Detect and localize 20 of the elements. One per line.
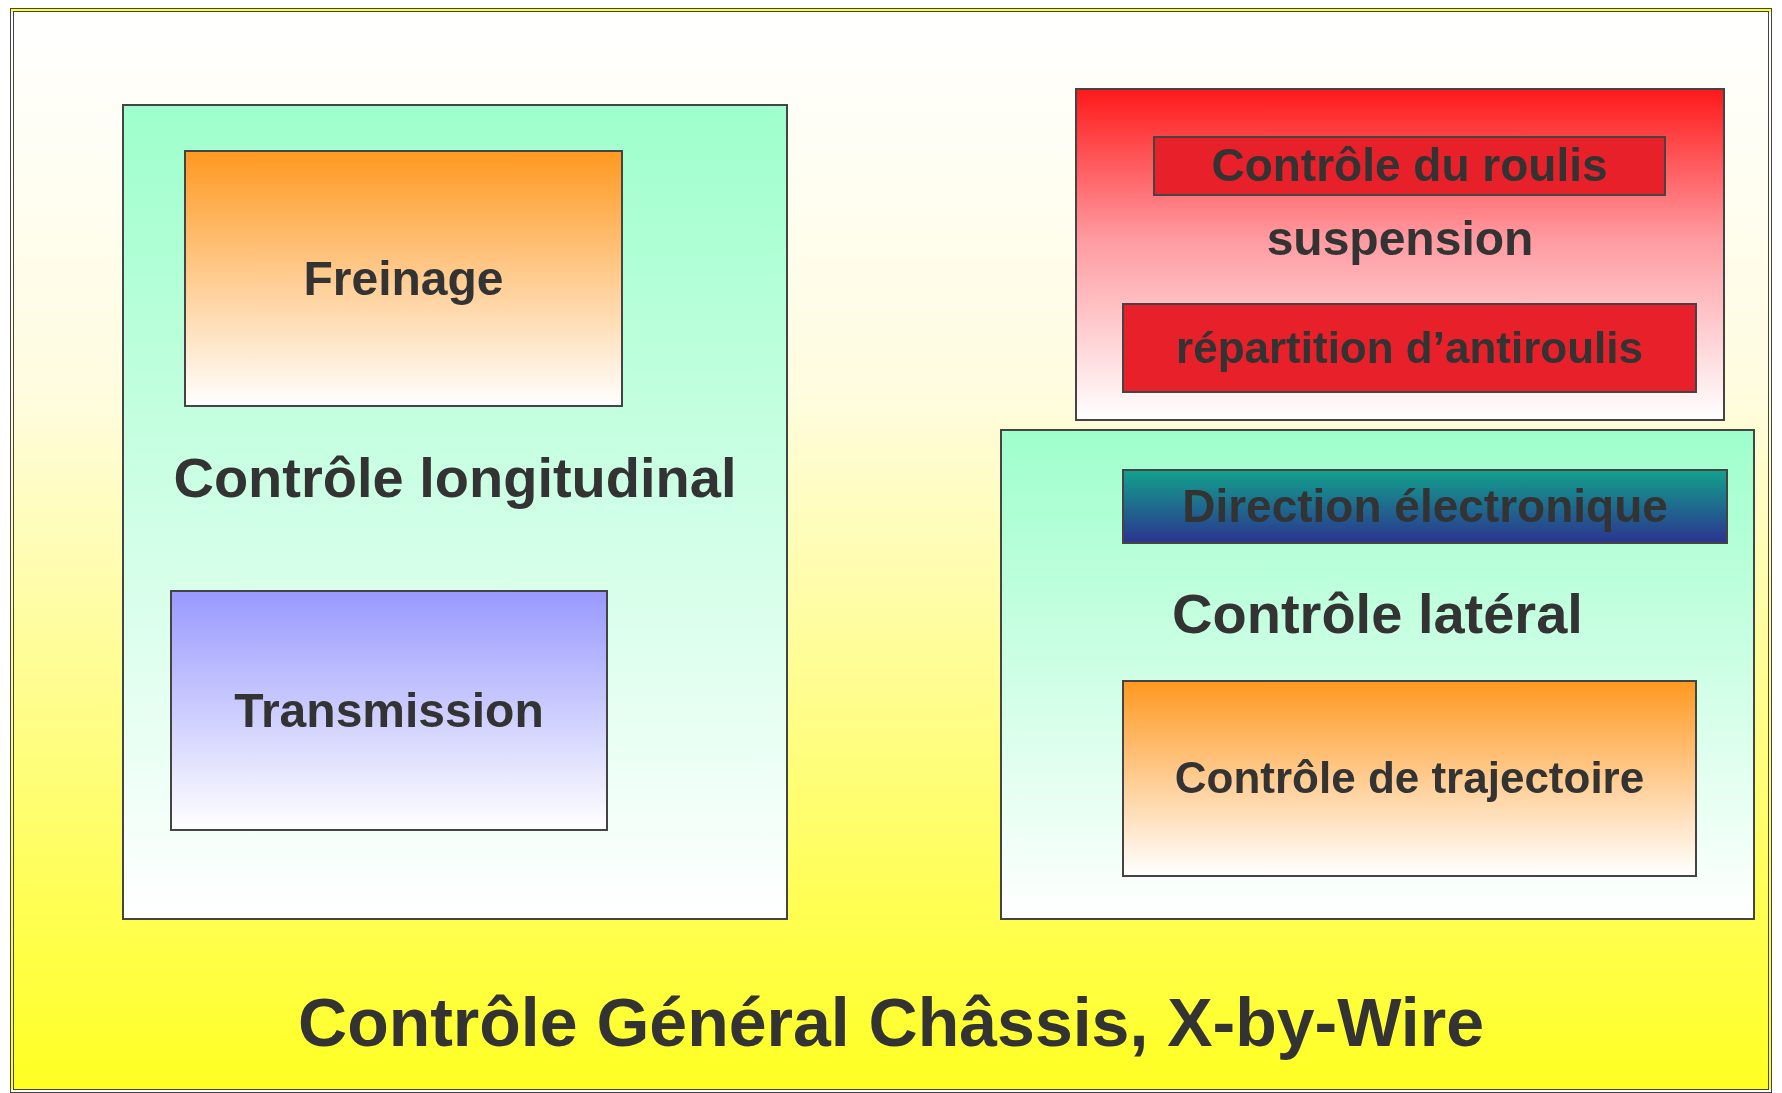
module-box <box>1122 680 1697 877</box>
module-box <box>184 150 623 407</box>
group-box <box>122 104 788 920</box>
module-label: Transmission <box>234 682 544 739</box>
group-title: Contrôle longitudinal <box>172 445 738 512</box>
group-title: Contrôle Général Châssis, X-by-Wire <box>297 983 1485 1063</box>
group-box <box>1075 88 1725 421</box>
group-box <box>1000 429 1755 920</box>
module-box <box>170 590 608 831</box>
group-title: suspension <box>1265 211 1535 268</box>
module-label: Contrôle de trajectoire <box>1174 752 1645 805</box>
module-label: Direction électronique <box>1182 478 1668 534</box>
module-label: Contrôle du roulis <box>1211 138 1608 194</box>
module-box <box>1122 469 1728 544</box>
group-title: Contrôle latéral <box>1171 581 1584 648</box>
module-box <box>1122 303 1697 393</box>
module-label: Freinage <box>303 250 504 307</box>
group-panel <box>10 8 1772 1093</box>
module-label: répartition d’antiroulis <box>1176 321 1643 374</box>
module-box <box>1153 136 1666 196</box>
